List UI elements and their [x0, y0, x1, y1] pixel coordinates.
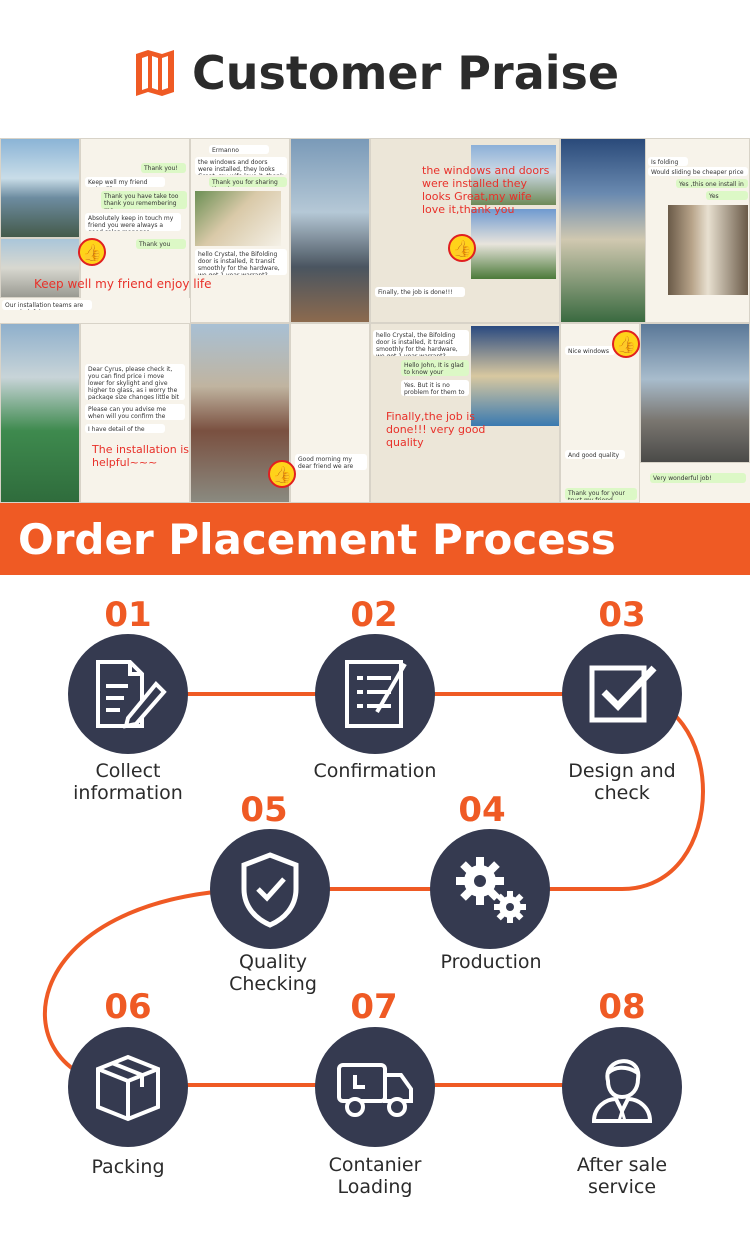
step-label: After sale service: [576, 1154, 668, 1198]
chat-bubble: Yes ,this one install in the: [676, 179, 748, 188]
chat-bubble: Yes. But it is no problem for them to se…: [401, 380, 469, 396]
thumbs-up-icon: 👍: [268, 460, 296, 488]
step-label: Confirmation: [313, 760, 437, 782]
shield-check-icon: [241, 852, 299, 928]
chat-bubble: hello Crystal, the Bifolding door is ins…: [373, 330, 469, 356]
photo-building-2: [0, 238, 80, 298]
chat-strip: Very wonderful job!: [640, 463, 750, 503]
chat-screenshot-1: Thank you! Keep well my friend enjoy lif…: [80, 138, 190, 323]
step-label: Production: [440, 951, 542, 973]
step-number: 08: [598, 987, 646, 1027]
map-icon: [134, 48, 176, 98]
chat-bubble: And good quality: [565, 450, 625, 459]
photo-building-1: [0, 138, 80, 238]
step-number: 04: [458, 790, 506, 830]
step-circle: [68, 1027, 188, 1147]
chat-bubble: Is folding: [648, 157, 688, 166]
praise-caption: the windows and doors were installed the…: [422, 164, 550, 216]
chat-screenshot-6: Good morning my dear friend we are now t…: [290, 323, 370, 503]
step-number: 01: [104, 595, 152, 635]
chat-screenshot-7: hello Crystal, the Bifolding door is ins…: [370, 323, 560, 503]
praise-header: Customer Praise: [0, 0, 750, 138]
chat-bubble: Nice windows: [565, 346, 615, 355]
chat-bubble: Good morning my dear friend we are now t…: [295, 454, 367, 470]
section-title: Order Placement Process: [18, 515, 616, 564]
checkbox-icon: [589, 665, 657, 723]
step-circle: [210, 829, 330, 949]
chat-bubble: Thank you!: [141, 163, 186, 173]
step-label: Collect information: [73, 760, 183, 804]
step-number: 06: [104, 987, 152, 1027]
praise-caption: Keep well my friend enjoy life: [34, 277, 212, 291]
step-number: 03: [598, 595, 646, 635]
chat-screenshot-2: Ermanno the windows and doors were insta…: [190, 138, 290, 323]
checklist-icon: [345, 660, 407, 728]
photo-house-2: [471, 209, 556, 279]
chat-bubble: hello Crystal, the Bifolding door is ins…: [195, 249, 287, 275]
agent-icon: [591, 1059, 653, 1123]
step-label: Design and check: [568, 760, 676, 804]
chat-bubble: Thank you for your trust my friend: [565, 488, 637, 500]
order-banner: Order Placement Process: [0, 503, 750, 575]
thumbs-up-icon: 👍: [612, 330, 640, 358]
photo-building-5: [640, 323, 750, 463]
chat-bubble: Would sliding be cheaper price ?: [648, 167, 748, 176]
step-label: Quality Checking: [229, 951, 317, 995]
chat-screenshot-8: Nice windows And good quality Thank you …: [560, 323, 640, 503]
chat-bubble: Yes cheaper: [706, 191, 748, 200]
chat-bubble: Our installation teams are very helpful: [2, 300, 92, 310]
chat-bubble: Thank you have take too thank you rememb…: [101, 191, 187, 209]
thumbs-up-icon: 👍: [78, 238, 106, 266]
chat-bubble: Very wonderful job!: [650, 473, 746, 483]
chat-bubble: Ermanno: [209, 145, 269, 154]
chat-bubble: Hello John, It is glad to know your sati…: [401, 360, 469, 376]
chat-screenshot-4: Is folding Would sliding be cheaper pric…: [645, 138, 750, 323]
photo-villa-1: [560, 138, 650, 323]
step-circle: [562, 1027, 682, 1147]
page-title: Customer Praise: [192, 46, 620, 100]
order-process: 01 Collect information 02: [0, 575, 750, 1237]
photo-house-1: [471, 145, 556, 205]
photo-building-4: [0, 323, 80, 503]
photo-interior-1: [195, 191, 281, 246]
gears-icon: [456, 857, 526, 923]
chat-screenshot-3: Finally, the job is done!!!: [370, 138, 560, 323]
chat-bubble: Thank you: [136, 239, 186, 249]
photo-building-3: [290, 138, 370, 323]
photo-window-frame: [668, 205, 748, 295]
chat-bubble: Please can you advise me when will you c…: [85, 404, 185, 420]
step-label: Contanier Loading: [328, 1154, 422, 1198]
chat-bubble: Finally, the job is done!!!: [375, 287, 465, 297]
box-icon: [96, 1054, 160, 1122]
truck-icon: [337, 1063, 413, 1117]
step-label: Packing: [91, 1156, 165, 1178]
chat-bubble: Dear Cyrus, please check it, you can fin…: [85, 364, 185, 400]
chat-bubble: I have detail of the aluminum?: [85, 424, 165, 433]
step-circle: [315, 1027, 435, 1147]
step-number: 07: [350, 987, 398, 1027]
thumbs-up-icon: 👍: [448, 234, 476, 262]
step-circle: [68, 634, 188, 754]
chat-bubble: Keep well my friend enjoy life: [85, 177, 165, 187]
praise-caption: The installation is very helpful~~~: [92, 443, 217, 469]
chat-bubble: Thank you for sharing the pics: [209, 177, 287, 187]
chat-screenshot-5: Dear Cyrus, please check it, you can fin…: [80, 323, 190, 503]
document-pen-icon: [96, 660, 167, 729]
customer-praise-collage: Thank you! Keep well my friend enjoy lif…: [0, 138, 750, 503]
step-number: 05: [240, 790, 288, 830]
step-circle: [430, 829, 550, 949]
step-circle: [562, 634, 682, 754]
step-number: 02: [350, 595, 398, 635]
chat-bubble: the windows and doors were installed, th…: [195, 157, 287, 175]
photo-villa-2: [471, 326, 559, 426]
chat-strip: Our installation teams are very helpful: [0, 298, 190, 323]
step-circle: [315, 634, 435, 754]
chat-bubble: Absolutely keep in touch my friend you w…: [85, 213, 181, 231]
praise-caption: Finally,the job is done!!! very good qua…: [386, 410, 486, 449]
